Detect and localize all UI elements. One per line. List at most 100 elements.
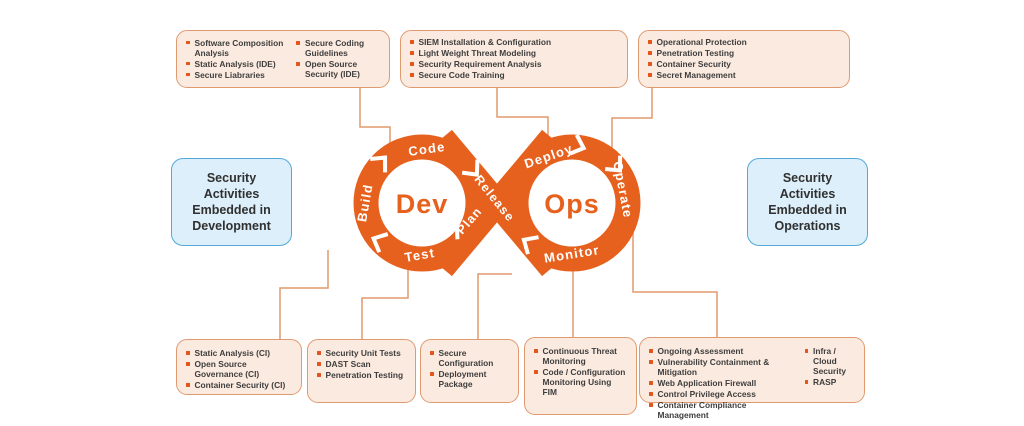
bullet-square-icon [410, 51, 414, 55]
bullet-text: Penetration Testing [325, 370, 404, 380]
connector-line-bottom-1 [279, 250, 329, 340]
bullet-text: Operational Protection [656, 37, 747, 47]
bullet-square-icon [804, 380, 809, 384]
bullet-item: Security Requirement Analysis [410, 59, 551, 69]
bullet-item: RASP [804, 377, 855, 387]
bullet-text: Light Weight Threat Modeling [418, 48, 537, 58]
bullet-text: Ongoing Assessment [657, 346, 744, 356]
bullet-text: RASP [813, 377, 837, 387]
bullet-item: SIEM Installation & Configuration [410, 37, 551, 47]
bullet-square-icon [649, 349, 653, 353]
flow-arrow-icon [605, 155, 623, 173]
bullet-square-icon [317, 373, 321, 377]
side-label-operations: Security Activities Embedded in Operatio… [747, 158, 868, 246]
bullet-item: Secure Liabraries [186, 70, 288, 80]
bullet-square-icon [410, 62, 414, 66]
connector-line-top-1 [359, 88, 391, 146]
bullet-square-icon [430, 351, 434, 355]
infinity-loop: Code Build Test Release Plan Deploy Oper… [353, 129, 641, 277]
bullet-square-icon [534, 370, 538, 374]
bullet-text: Deployment Package [438, 369, 487, 389]
bullet-text: Software Composition Analysis [194, 37, 284, 58]
bullet-square-icon [648, 73, 652, 77]
bullet-square-icon [186, 383, 190, 387]
bullet-item: Light Weight Threat Modeling [410, 48, 551, 58]
bullet-square-icon [186, 61, 190, 65]
bullet-item: Ongoing Assessment [649, 346, 797, 356]
dev-label: Dev [396, 189, 449, 219]
bullet-square-icon [648, 40, 652, 44]
bullet-text: Secret Management [656, 70, 736, 80]
bullet-item: Container Security [648, 59, 747, 69]
bullet-item: Secure Configuration [430, 348, 509, 368]
bottom-box-ci-activities: Static Analysis (CI)Open Source Governan… [176, 339, 302, 395]
bullet-square-icon [534, 349, 538, 353]
bullet-item: Container Compliance Management [649, 400, 797, 420]
connector-line-top-2 [496, 88, 549, 143]
bullet-square-icon [186, 40, 190, 44]
bullet-text: Control Privilege Access [657, 389, 756, 399]
loop-label-build: Build [354, 183, 375, 224]
bullet-text: Container Compliance Management [657, 400, 747, 420]
bullet-square-icon [296, 41, 300, 45]
bullet-item: Container Security (CI) [186, 380, 292, 390]
connector-lines [279, 88, 718, 340]
connector-line-top-3 [611, 88, 653, 152]
bullet-item: Code / Configuration Monitoring Using FI… [534, 367, 627, 397]
bullet-item: Penetration Testing [648, 48, 747, 58]
bullet-square-icon [804, 349, 809, 353]
loop-label-code: Code [407, 139, 446, 159]
bullet-square-icon [649, 381, 653, 385]
bullet-item: Secure Coding Guidelines [296, 38, 380, 58]
bullet-square-icon [430, 372, 434, 376]
bullet-item: DAST Scan [317, 359, 403, 369]
bullet-text: Open Source Governance (CI) [194, 359, 260, 379]
ops-ring [503, 134, 641, 272]
bullet-item: Secure Code Training [410, 70, 551, 80]
bullet-square-icon [648, 62, 652, 66]
flow-arrow-icon [521, 235, 539, 255]
bullet-item: Open Source Governance (CI) [186, 359, 292, 379]
bullet-square-icon [410, 73, 414, 77]
flow-arrows [370, 133, 623, 255]
bullet-item: Control Privilege Access [649, 389, 797, 399]
bullet-item: Continuous Threat Monitoring [534, 346, 627, 366]
bullet-text: Security Unit Tests [325, 348, 401, 358]
connector-line-bottom-3 [477, 273, 512, 340]
bullet-square-icon [648, 51, 652, 55]
flow-arrow-icon [569, 133, 587, 156]
bullet-text: Secure Coding Guidelines [304, 38, 365, 58]
bullet-list: Static Analysis (CI)Open Source Governan… [186, 348, 292, 391]
bullet-item: Security Unit Tests [317, 348, 403, 358]
ops-label: Ops [544, 189, 600, 219]
bullet-item: Static Analysis (IDE) [186, 59, 288, 69]
connector-line-bottom-2 [361, 266, 409, 340]
bullet-item: Infra / Cloud Security [804, 346, 855, 376]
loop-label-test: Test [403, 245, 436, 265]
bullet-square-icon [186, 362, 190, 366]
bullet-item: Operational Protection [648, 37, 747, 47]
bullet-square-icon [296, 62, 300, 66]
bullet-item: Deployment Package [430, 369, 509, 389]
bullet-square-icon [649, 403, 653, 407]
bullet-square-icon [317, 351, 321, 355]
bullet-square-icon [649, 392, 653, 396]
bullet-text: Vulnerability Containment & Mitigation [657, 357, 770, 377]
flow-arrow-icon [461, 159, 480, 177]
bullet-text: Secure Liabraries [194, 69, 265, 80]
